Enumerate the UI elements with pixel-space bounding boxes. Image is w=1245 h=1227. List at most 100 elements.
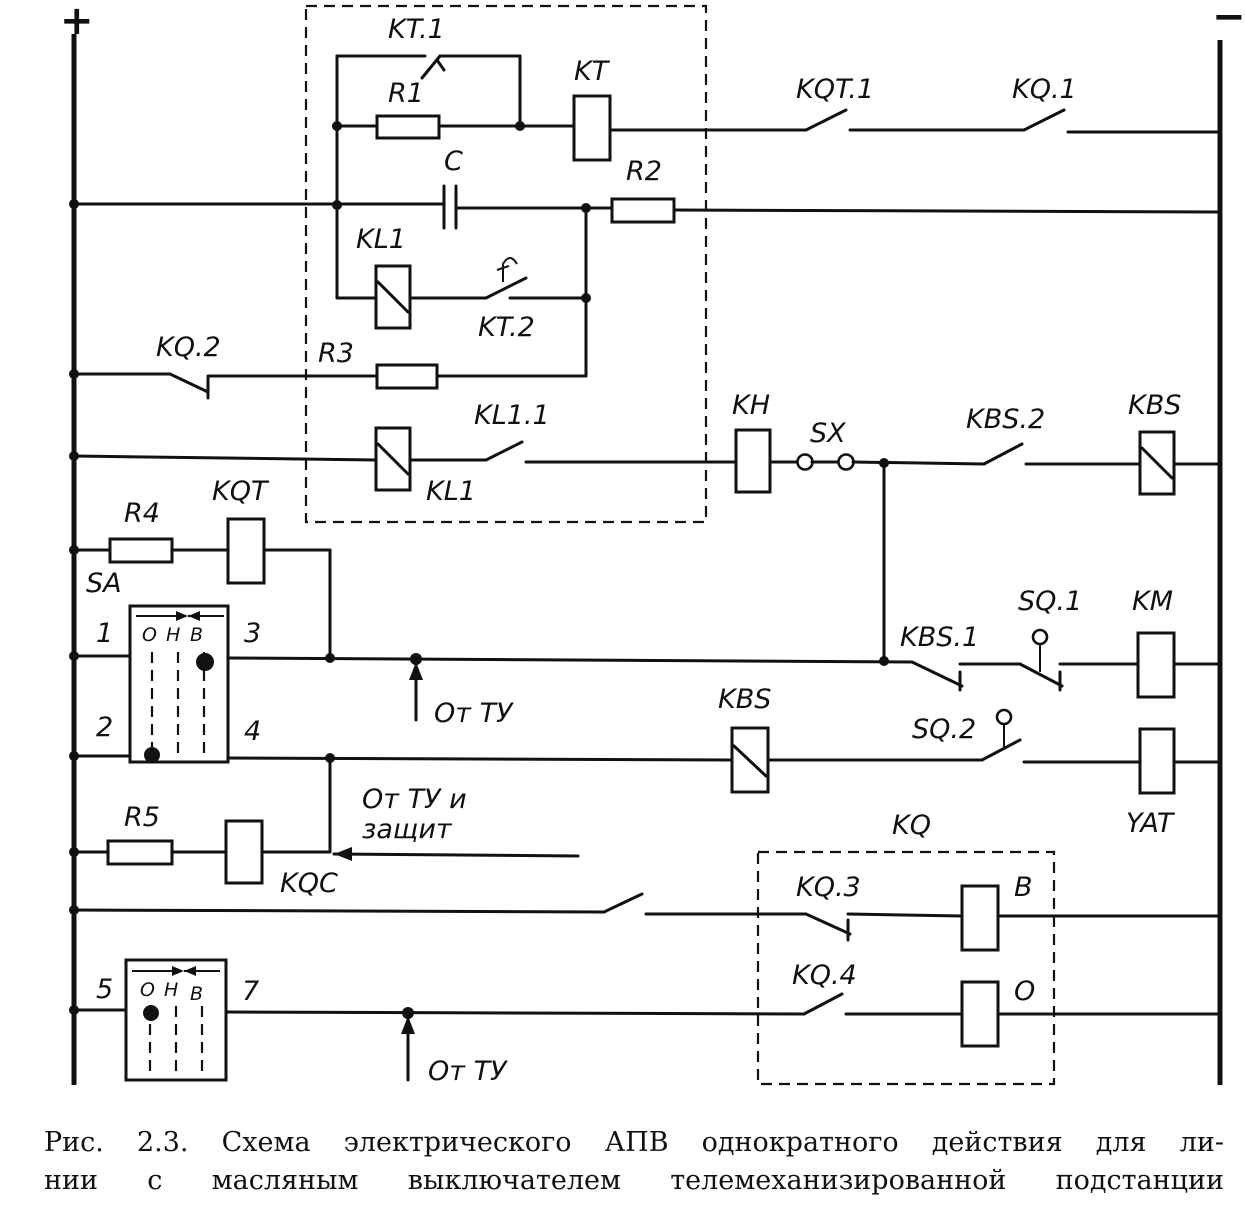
sq2-label: SQ.2 <box>912 714 976 745</box>
junction-dot <box>69 1005 79 1015</box>
km-label: KM <box>1132 586 1173 617</box>
sq1-label: SQ.1 <box>1018 586 1082 617</box>
kq2-contact <box>168 372 210 394</box>
kl1-bottom-label: KL1 <box>426 476 476 507</box>
kt2-delay-mark <box>496 257 518 282</box>
coil-slash <box>376 280 410 314</box>
wire <box>672 208 1222 214</box>
switch-contact-closed <box>196 653 214 671</box>
positive-bus-label: + <box>60 0 94 44</box>
sq1-contact <box>1018 662 1064 688</box>
resistor-r3 <box>375 363 439 390</box>
kqc-label: KQC <box>280 868 338 899</box>
kt1-contact-hook <box>435 58 446 72</box>
control-switch-sa <box>128 604 230 764</box>
switch-arrow-left-head <box>188 611 200 621</box>
resistor-r5 <box>106 839 174 866</box>
test-socket-sx-terminal <box>796 453 814 471</box>
ot-tu-arrow-head <box>409 662 423 680</box>
wire <box>224 1010 806 1016</box>
terminal-2-label: 2 <box>96 712 113 743</box>
kqt1-label: KQT.1 <box>796 74 874 105</box>
r1-label: R1 <box>388 78 424 109</box>
terminal-3-label: 3 <box>244 618 261 649</box>
test-socket-sx-terminal <box>837 453 855 471</box>
closing-coil-b <box>960 884 1000 952</box>
junction-dot <box>332 200 342 210</box>
sa-label: SA <box>86 568 122 599</box>
resistor-r1 <box>375 114 441 140</box>
junction-dot <box>69 369 79 379</box>
switch-contact-closed <box>143 1005 159 1021</box>
wire <box>851 460 986 466</box>
junction-dot <box>879 656 889 666</box>
zashchit-label: защит <box>362 814 453 845</box>
relay-coil-kqt <box>226 517 266 585</box>
wire <box>72 908 606 914</box>
ot-tu-2-label: От ТУ <box>428 1056 508 1087</box>
kt1-label: KT.1 <box>388 14 445 45</box>
kl11-contact <box>484 440 524 462</box>
coil-slash <box>732 744 768 778</box>
kbs2-contact <box>982 442 1024 466</box>
caption-line-2: нии с масляным выключателем телемеханизи… <box>44 1165 1224 1196</box>
switch-position-n: Н <box>166 624 180 646</box>
switch-arrow-left-head <box>184 966 196 976</box>
kq2-label: KQ.2 <box>156 332 221 363</box>
kq3-label: KQ.3 <box>796 872 861 903</box>
kq-label: KQ <box>892 810 931 841</box>
r2-label: R2 <box>626 156 662 187</box>
r4-label: R4 <box>124 498 160 529</box>
kqt1-contact <box>804 108 848 132</box>
terminal-7-label: 7 <box>242 976 259 1007</box>
resistor-r4 <box>108 537 174 564</box>
circuit-diagram: + − KT.1 R1 KT KQT.1 KQ.1 C R2 KL1 KT.2 <box>60 0 1245 1087</box>
junction-dot <box>69 451 79 461</box>
junction-dot <box>69 847 79 857</box>
ot-tu-arrow-head <box>401 1016 415 1034</box>
terminal-5-label: 5 <box>96 974 113 1005</box>
kt2-label: KT.2 <box>478 312 535 343</box>
coil-b-label: В <box>1014 872 1033 903</box>
kq4-label: KQ.4 <box>792 960 857 991</box>
kq4-contact <box>802 992 844 1016</box>
trip-coil-yat <box>1138 727 1176 795</box>
r3-label: R3 <box>318 338 354 369</box>
kt2-contact <box>484 276 528 300</box>
caption-line-1: Рис. 2.3. Схема электрического АПВ однок… <box>44 1127 1224 1158</box>
switch-position-o: О <box>142 624 157 646</box>
c-label: C <box>444 146 463 177</box>
junction-dot <box>69 751 79 761</box>
switch-contact-closed <box>144 747 160 763</box>
remote-close-contact <box>602 892 644 914</box>
kq3-contact <box>804 912 852 936</box>
kl11-label: KL1.1 <box>474 400 550 431</box>
apv-relay-frame <box>304 4 708 524</box>
trip-coil-o <box>960 980 1000 1048</box>
wire <box>226 756 734 762</box>
switch-position-v: В <box>190 624 203 646</box>
ot-tu-i-zashchit-line <box>332 852 580 858</box>
kh-label: KH <box>732 390 770 421</box>
ot-tu-i-zashchit-arrow-head <box>334 847 352 861</box>
sq2-contact <box>980 738 1022 762</box>
kqt-label: KQT <box>212 476 270 507</box>
yat-label: YAT <box>1126 808 1176 839</box>
kq1-label: KQ.1 <box>1012 74 1077 105</box>
kbs1-contact <box>910 660 964 688</box>
junction-dot <box>581 293 591 303</box>
resistor-r2 <box>610 197 676 224</box>
figure-caption: Рис. 2.3. Схема электрического АПВ однок… <box>44 1124 1224 1200</box>
kbs2-label: KBS.2 <box>966 404 1045 435</box>
wire <box>72 454 378 462</box>
sq1-actuator-knob <box>1031 628 1049 646</box>
wire <box>846 912 964 918</box>
kq1-contact <box>1022 108 1066 132</box>
kbs-top-label: KBS <box>1128 390 1181 421</box>
coil-slash <box>1140 446 1174 480</box>
junction-dot <box>325 653 335 663</box>
junction-dot <box>69 199 79 209</box>
negative-bus-label: − <box>1212 0 1245 40</box>
kt-label: KT <box>574 56 611 87</box>
